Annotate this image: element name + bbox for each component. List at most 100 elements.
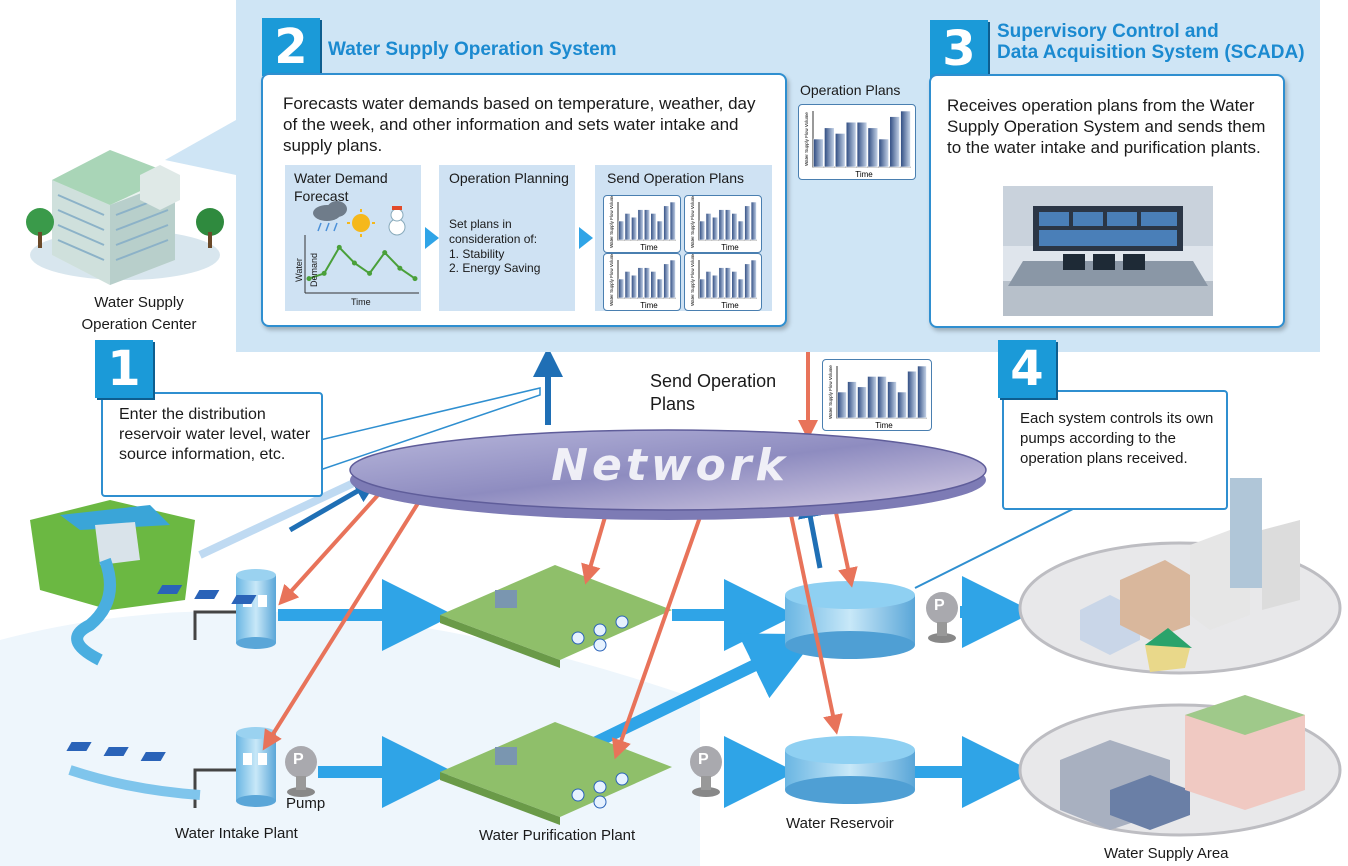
plan-bar xyxy=(724,267,732,299)
step-2-badge: 2 xyxy=(262,18,320,76)
plan-bar xyxy=(900,110,911,168)
operation-plan-chart: Time Water Supply Flow Volume xyxy=(798,104,916,180)
operation-plans-label: Operation Plans xyxy=(800,82,901,98)
forecast-point xyxy=(321,270,327,276)
operation-plan-chart: Time Water Supply Flow Volume xyxy=(684,194,762,253)
plan-bar xyxy=(877,376,887,419)
plan-bar xyxy=(631,274,638,299)
step-4-text: Each system controls its own pumps accor… xyxy=(1020,410,1214,467)
plan-bar xyxy=(750,259,757,299)
pump-symbol: P xyxy=(934,597,945,614)
plan-bar xyxy=(637,209,644,241)
plan-bar xyxy=(643,209,651,241)
network-disc xyxy=(349,429,987,520)
plan-bar xyxy=(834,133,846,168)
supply-area-top-icon xyxy=(1018,478,1342,675)
plan-bar xyxy=(847,381,857,419)
sun-icon xyxy=(347,209,375,237)
plan-x-label: Time xyxy=(640,243,658,252)
operation-plan-chart: Time Water Supply Flow Volume xyxy=(603,194,681,253)
plan-bar xyxy=(624,213,631,241)
water-purification-plant-label: Water Purification Plant xyxy=(479,827,636,844)
section-3-description: Receives operation plans from the Water … xyxy=(947,96,1266,157)
chart-axis xyxy=(812,111,911,168)
planning-item-stability: 1. Stability xyxy=(449,247,505,261)
plan-y-label: Water Supply Flow Volume xyxy=(609,196,614,248)
arrow-right-icon xyxy=(579,227,593,249)
plan-bar xyxy=(718,267,725,299)
plan-bar xyxy=(650,271,657,299)
plan-y-label: Water Supply Flow Volume xyxy=(828,365,833,419)
plan-x-label: Time xyxy=(855,170,873,179)
plan-bar xyxy=(618,278,625,299)
operation-plan-chart: Time Water Supply Flow Volume xyxy=(822,359,932,431)
forecast-chart xyxy=(304,201,419,294)
planning-item-energy-saving: 2. Energy Saving xyxy=(449,261,541,275)
pump-symbol: P xyxy=(293,751,304,768)
reservoir-top-icon xyxy=(785,581,915,659)
step-1-text: Enter the distribution reservoir water l… xyxy=(119,406,311,463)
plan-bar xyxy=(618,220,625,241)
forecast-point xyxy=(336,244,342,250)
send-operation-plans-label: Send Operation Plans xyxy=(650,371,777,414)
purification-plant-top-icon xyxy=(157,565,672,668)
forecast-line xyxy=(308,245,416,280)
plan-bar xyxy=(643,267,651,299)
plan-bar xyxy=(887,381,897,419)
forecast-y-label: Water Demand xyxy=(294,252,319,288)
pump-label: Pump xyxy=(286,795,326,812)
step-4-badge: 4 xyxy=(998,340,1056,398)
plan-bar xyxy=(731,213,738,241)
operation-plan-chart-svg: Time Water Supply Flow Volume xyxy=(609,194,676,252)
section-3-title-line1: Supervisory Control and xyxy=(997,21,1219,42)
chart-axis xyxy=(836,366,927,419)
plan-bar xyxy=(656,220,663,241)
plan-bar xyxy=(718,209,725,241)
plan-bar xyxy=(705,271,712,299)
forecast-series xyxy=(306,244,418,282)
plan-y-label: Water Supply Flow Volume xyxy=(609,254,614,306)
pump-symbol: P xyxy=(698,751,709,768)
operation-center-building-icon xyxy=(26,150,224,285)
planning-title: Operation Planning xyxy=(449,170,569,186)
plan-bar xyxy=(889,116,900,168)
plan-bar xyxy=(650,213,657,241)
plan-bar xyxy=(712,216,719,241)
plan-bar xyxy=(744,205,751,241)
plan-x-label: Time xyxy=(875,421,893,430)
plan-bar xyxy=(624,271,631,299)
planning-box: Operation Planning Set plans in consider… xyxy=(439,165,575,311)
plan-bar xyxy=(737,278,744,299)
step-1-callout: Enter the distribution reservoir water l… xyxy=(101,392,323,497)
section-3-title-line2: Data Acquisition System (SCADA) xyxy=(997,42,1305,63)
plan-y-label: Water Supply Flow Volume xyxy=(804,112,809,166)
plan-bar xyxy=(867,376,877,419)
forecast-point xyxy=(351,260,357,266)
plan-bar xyxy=(813,138,824,168)
plan-bar xyxy=(724,209,732,241)
plan-bar xyxy=(699,220,706,241)
plan-bar xyxy=(631,216,638,241)
step-3-badge: 3 xyxy=(930,20,988,78)
forecast-box: Water Demand Forecast Water D xyxy=(285,165,421,311)
plan-bar xyxy=(867,127,879,168)
plan-bar xyxy=(917,365,927,419)
pump-icon xyxy=(926,592,958,643)
forecast-x-label: Time xyxy=(351,297,371,307)
operation-plan-chart-svg: Time Water Supply Flow Volume xyxy=(804,110,911,179)
plan-x-label: Time xyxy=(721,243,739,252)
plan-bar xyxy=(907,370,917,419)
plan-bar xyxy=(731,271,738,299)
water-intake-plant-label: Water Intake Plant xyxy=(175,825,298,842)
forecast-point xyxy=(382,250,388,256)
water-supply-area-label: Water Supply Area xyxy=(1104,845,1229,862)
plan-bar xyxy=(857,386,867,419)
plan-bar xyxy=(737,220,744,241)
plan-y-label: Water Supply Flow Volume xyxy=(690,196,695,248)
plan-x-label: Time xyxy=(721,301,739,310)
plan-bar xyxy=(656,278,663,299)
plan-bar xyxy=(705,213,712,241)
